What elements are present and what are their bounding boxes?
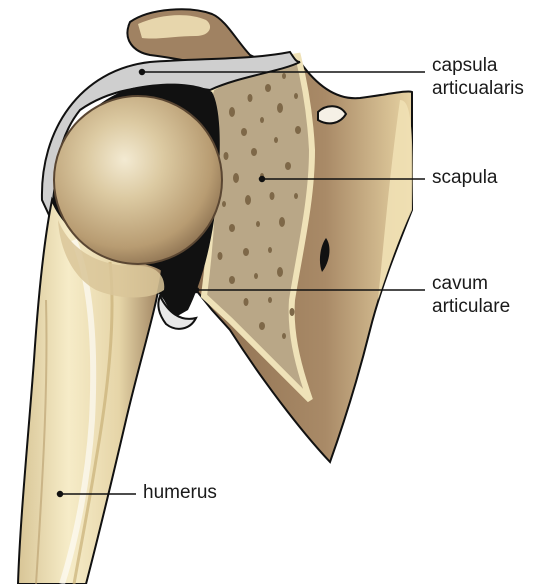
humeral-head xyxy=(54,96,222,264)
label-scapula-text: scapula xyxy=(432,166,498,189)
label-capsula-line1: capsula xyxy=(432,54,532,77)
label-capsula-articularis: capsula articualaris xyxy=(432,54,532,100)
label-cavum-line1: cavum xyxy=(432,272,532,295)
label-scapula: scapula xyxy=(432,166,498,189)
label-cavum-line2: articulare xyxy=(432,295,532,318)
glenoid-spongy-bone xyxy=(204,56,312,400)
label-cavum-articulare: cavum articulare xyxy=(432,272,532,318)
label-capsula-line2: articualaris xyxy=(432,77,532,100)
label-humerus-text: humerus xyxy=(143,481,217,504)
label-humerus: humerus xyxy=(143,481,217,504)
